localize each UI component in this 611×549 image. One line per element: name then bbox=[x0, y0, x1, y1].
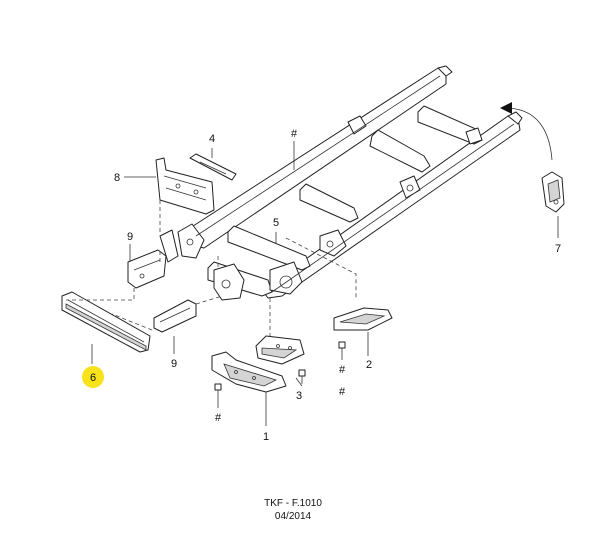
bolt-c2[interactable] bbox=[338, 341, 346, 360]
part-8-bracket[interactable] bbox=[155, 157, 215, 215]
bolt-c3[interactable] bbox=[298, 369, 306, 384]
leader-lines bbox=[91, 141, 559, 426]
callout-2[interactable]: 2 bbox=[366, 359, 372, 371]
callout-labels: 1 2 3 4 5 6 7 8 9 9 # # # # bbox=[90, 128, 561, 443]
callout-3[interactable]: 3 bbox=[296, 390, 302, 402]
assembly-lines bbox=[66, 200, 357, 336]
callout-6[interactable]: 6 bbox=[90, 372, 96, 384]
callout-9-upper[interactable]: 9 bbox=[127, 231, 133, 243]
callout-hash-2[interactable]: # bbox=[339, 364, 346, 376]
callout-4[interactable]: 4 bbox=[209, 133, 215, 145]
drawing-date: 04/2014 bbox=[275, 511, 312, 522]
callout-1[interactable]: 1 bbox=[263, 431, 269, 443]
part-1-skid-plate[interactable] bbox=[211, 351, 287, 393]
part-2-splash-guard[interactable] bbox=[333, 307, 393, 331]
callout-8[interactable]: 8 bbox=[114, 172, 120, 184]
callout-hash-frame[interactable]: # bbox=[291, 128, 298, 140]
part-9-upper-bracket[interactable] bbox=[127, 229, 179, 289]
callout-hash-1[interactable]: # bbox=[215, 412, 222, 424]
drawing-code: TKF - F.1010 bbox=[264, 498, 322, 509]
part-6-bumper-beam[interactable] bbox=[61, 291, 151, 353]
curved-arrow-icon bbox=[500, 102, 553, 161]
part-4-strap[interactable] bbox=[189, 153, 237, 181]
callout-hash-3[interactable]: # bbox=[339, 386, 346, 398]
callout-5[interactable]: 5 bbox=[273, 217, 279, 229]
callout-7[interactable]: 7 bbox=[555, 243, 561, 255]
part-7-rear-bracket[interactable] bbox=[541, 171, 565, 213]
callout-6-highlight bbox=[82, 366, 104, 388]
chassis-frame[interactable] bbox=[177, 65, 523, 301]
part-9-lower-bracket[interactable] bbox=[153, 299, 197, 333]
bolt-c1[interactable] bbox=[214, 383, 222, 408]
part-3-skid-plate[interactable] bbox=[255, 335, 305, 365]
callout-9-lower[interactable]: 9 bbox=[171, 358, 177, 370]
